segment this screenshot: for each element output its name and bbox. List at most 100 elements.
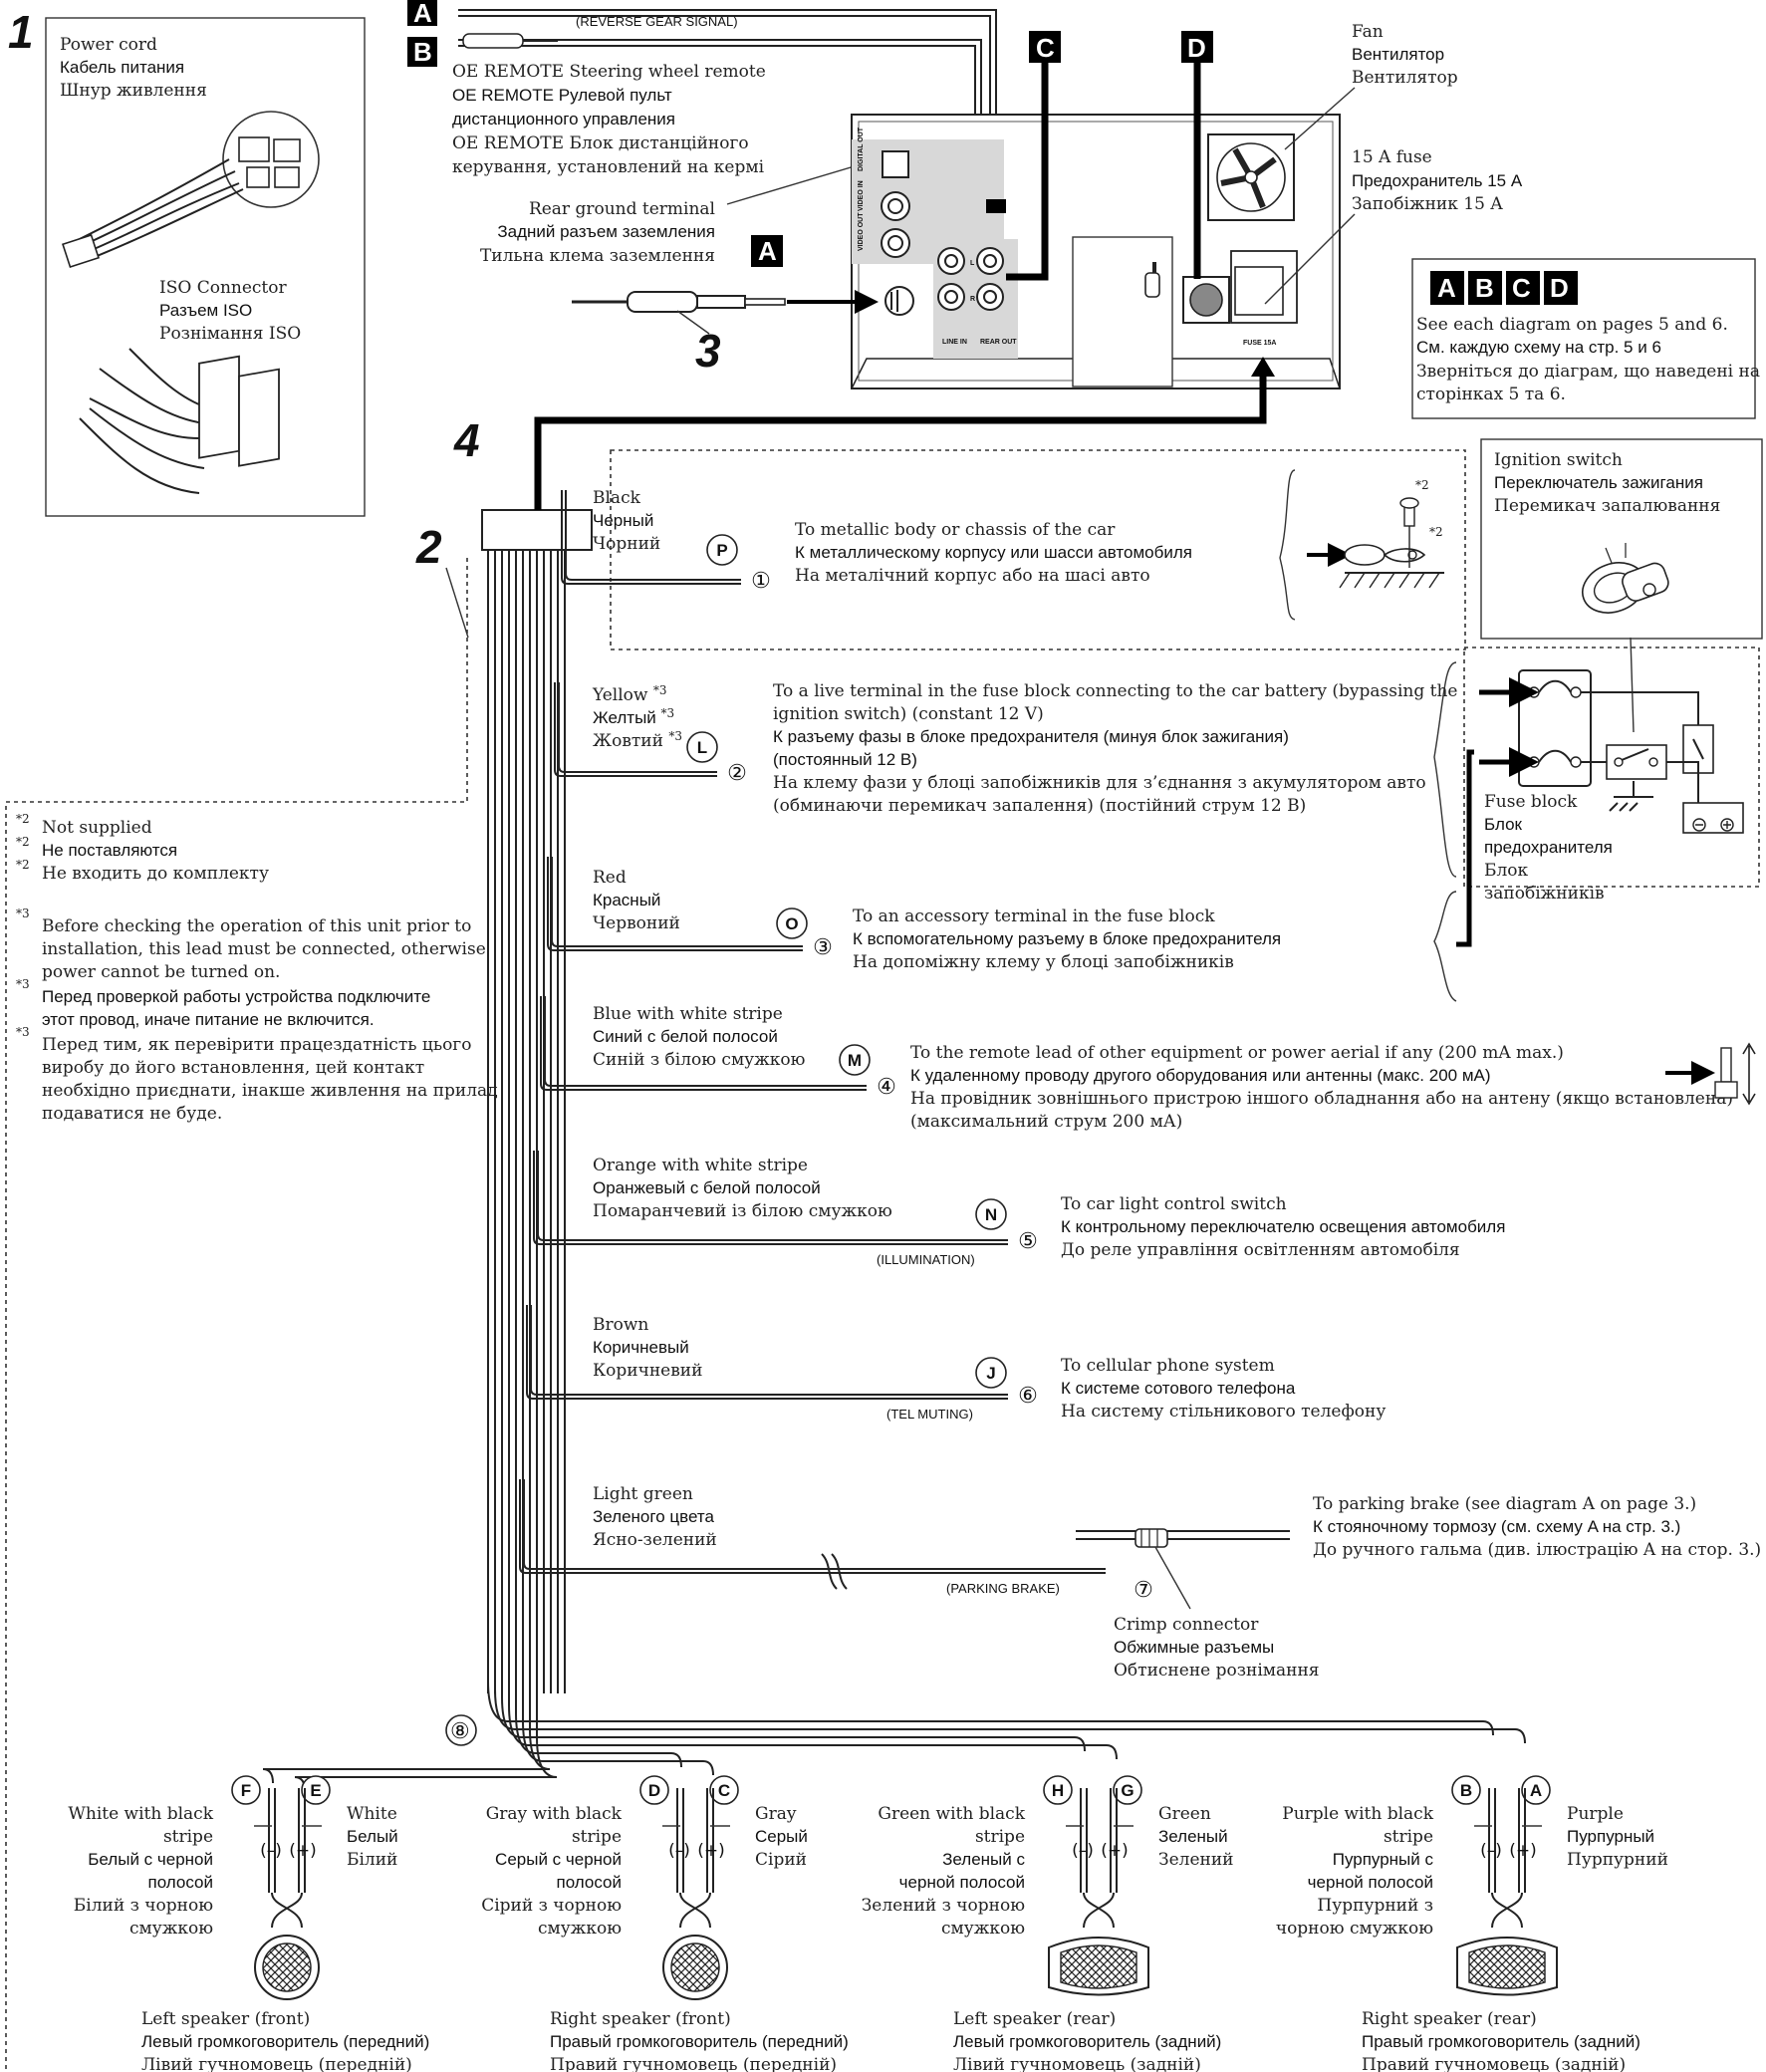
wire-line <box>565 490 741 581</box>
footnote-not-supplied: *2 Not supplied *2 Не поставляются *2 Не… <box>16 812 269 884</box>
svg-text:Коричневий: Коричневий <box>593 1361 702 1381</box>
svg-text:To an accessory terminal in th: To an accessory terminal in the fuse blo… <box>853 906 1215 926</box>
svg-text:На допоміжну клему у блоці зап: На допоміжну клему у блоці запобіжників <box>853 952 1234 972</box>
video-out-label: VIDEO OUT <box>858 212 865 251</box>
svg-text:На клему фази у блоці запобіжн: На клему фази у блоці запобіжників для з… <box>773 773 1426 793</box>
svg-text:смужкою: смужкою <box>129 1919 213 1939</box>
wire-letter: P <box>716 541 727 560</box>
speaker-grill <box>1060 1944 1137 1989</box>
wire-number: ④ <box>877 1074 896 1099</box>
svg-text:*2: *2 <box>1415 478 1429 492</box>
digital-out-port <box>882 150 909 178</box>
wire-letter-circle <box>975 1357 1007 1389</box>
wire-letter-circle <box>839 1044 871 1076</box>
wire-function-tag: (ILLUMINATION) <box>877 1252 975 1267</box>
svg-text:Crimp connector: Crimp connector <box>1114 1615 1259 1635</box>
svg-text:К разъему фазы в блоке предохр: К разъему фазы в блоке предохранителя (м… <box>773 727 1289 746</box>
speaker-plus: (+) <box>697 1841 725 1861</box>
label-b-box <box>407 37 437 67</box>
see-diagrams-text: See each diagram on pages 5 and 6. См. к… <box>1416 315 1760 404</box>
speaker-pos-letter: C <box>718 1781 730 1800</box>
wire-line-2 <box>547 857 803 951</box>
svg-text:Purple: Purple <box>1567 1804 1624 1824</box>
svg-text:OE REMOTE Рулевой пульт: OE REMOTE Рулевой пульт <box>452 86 672 105</box>
svg-text:A: A <box>1437 273 1456 303</box>
svg-text:Пурпурный: Пурпурный <box>1567 1827 1654 1846</box>
svg-text:Not supplied: Not supplied <box>42 818 152 838</box>
wire-number: ⑤ <box>1018 1228 1038 1253</box>
svg-text:Желтый *3: Желтый *3 <box>593 706 674 727</box>
wire-number: ③ <box>813 934 833 959</box>
svg-text:Purple with black: Purple with black <box>1282 1804 1433 1824</box>
wire-line-2 <box>533 1151 1008 1245</box>
wire-destination: To metallic body or chassis of the carК … <box>795 520 1192 586</box>
svg-text:Right speaker (front): Right speaker (front) <box>550 2009 731 2029</box>
svg-text:Лівий гучномовець (передній): Лівий гучномовець (передній) <box>141 2055 412 2072</box>
accessories-box <box>45 17 366 517</box>
wire-line-2 <box>540 996 867 1091</box>
svg-text:Предохранитель 15 A: Предохранитель 15 A <box>1352 171 1523 190</box>
svg-text:До реле управління освітленням: До реле управління освітленням автомобіл… <box>1061 1240 1460 1260</box>
line-in-r-port <box>937 283 965 311</box>
svg-text:Левый громкоговоритель (задний: Левый громкоговоритель (задний) <box>953 2032 1221 2051</box>
power-cord-illustration <box>62 111 320 269</box>
label-d: D <box>1187 33 1206 63</box>
wire-letter-circle <box>706 534 738 566</box>
label-a-box <box>407 0 437 26</box>
antenna-plug <box>627 291 698 313</box>
svg-text:Left speaker (front): Left speaker (front) <box>141 2009 310 2029</box>
speaker-grill <box>262 1942 312 1992</box>
footnote-connect-first: *3 Before checking the operation of this… <box>16 906 498 1124</box>
antenna-port <box>884 286 914 316</box>
svg-text:*3: *3 <box>16 977 30 991</box>
svg-text:*3: *3 <box>16 1025 30 1039</box>
step-4-number: 4 <box>453 414 480 466</box>
iso-connector-label: ISO Connector Разъем ISO Рознімання ISO <box>159 278 301 344</box>
speaker-pos-letter: G <box>1121 1781 1134 1800</box>
speaker-name: Left speaker (front)Левый громкоговорите… <box>141 2009 429 2072</box>
svg-text:Серый с черной: Серый с черной <box>495 1850 622 1869</box>
wire-line-2 <box>526 1305 1008 1400</box>
see-diagrams-letters: A B C D <box>1430 271 1578 305</box>
harness-speaker-strand <box>508 1693 1118 1760</box>
wire-8-number-circle <box>445 1714 477 1746</box>
svg-text:B: B <box>1475 273 1494 303</box>
svg-text:Синій з білою смужкою: Синій з білою смужкою <box>593 1050 806 1070</box>
svg-text:Пурпурний з: Пурпурний з <box>1317 1896 1433 1916</box>
speaker-neg-letter: D <box>648 1781 660 1800</box>
svg-text:Green with black: Green with black <box>878 1804 1025 1824</box>
svg-text:Тильна клема заземлення: Тильна клема заземлення <box>480 246 715 266</box>
step-3-number: 3 <box>695 325 721 377</box>
svg-text:C: C <box>1512 273 1531 303</box>
svg-text:сторінках 5 та 6.: сторінках 5 та 6. <box>1416 385 1566 404</box>
speaker-neg-letter: F <box>241 1781 251 1800</box>
speaker-pos-letter-circle <box>709 1775 739 1805</box>
svg-text:К контрольному переключателю о: К контрольному переключателю освещения а… <box>1061 1217 1505 1236</box>
svg-text:До ручного гальма (див. ілюстр: До ручного гальма (див. ілюстрацію A на … <box>1313 1540 1761 1560</box>
label-b: B <box>413 37 432 67</box>
svg-text:К удаленному проводу другого о: К удаленному проводу другого оборудовани… <box>910 1066 1491 1085</box>
wire-number: ① <box>751 568 771 593</box>
rear-ground-label: Rear ground terminal Задний разъем зазем… <box>480 199 715 266</box>
svg-text:Gray: Gray <box>755 1804 797 1824</box>
speaker-pos-letter: A <box>1530 1781 1542 1800</box>
speaker-twist <box>271 1892 303 1929</box>
svg-text:OE REMOTE Steering wheel remot: OE REMOTE Steering wheel remote <box>452 62 766 82</box>
svg-text:OE REMOTE Блок дистанційного: OE REMOTE Блок дистанційного <box>452 133 749 153</box>
harness-speaker-strand <box>501 1693 1086 1752</box>
svg-text:Белый с черной: Белый с черной <box>88 1850 213 1869</box>
speaker-neg-letter: B <box>1460 1781 1472 1800</box>
reverse-gear-connector <box>986 199 1006 213</box>
wire-line <box>530 1305 1008 1396</box>
svg-text:смужкою: смужкою <box>941 1919 1025 1939</box>
svg-text:На провідник зовнішнього прист: На провідник зовнішнього пристрою іншого… <box>910 1089 1733 1109</box>
